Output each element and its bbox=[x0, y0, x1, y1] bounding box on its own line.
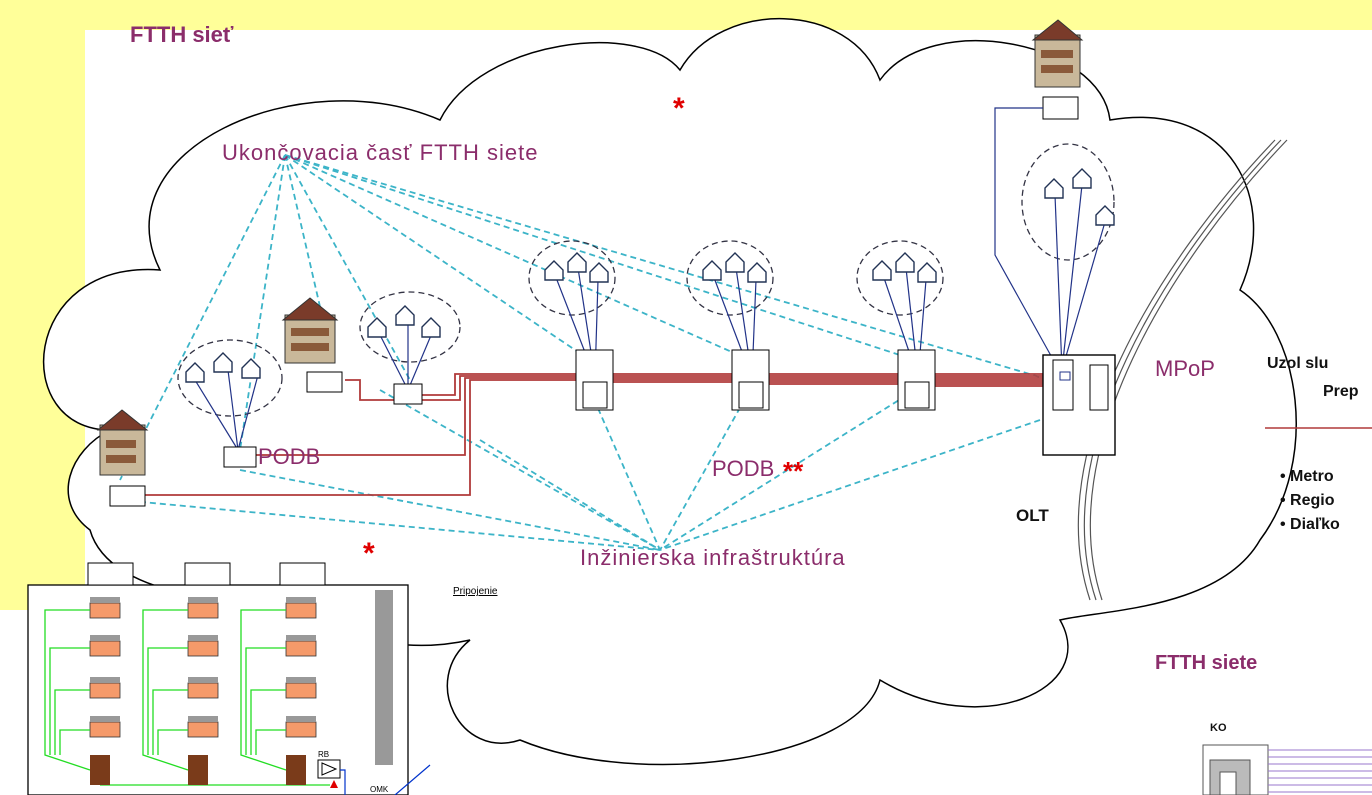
ko-label: KO bbox=[1210, 722, 1227, 734]
podb-label-left: PODB bbox=[258, 444, 321, 469]
rb-label: RB bbox=[318, 750, 330, 759]
infrastructure-label: Inžinierska infraštruktúra bbox=[580, 545, 846, 570]
street-cabinet-3 bbox=[897, 349, 936, 411]
diagram-title: FTTH sieť bbox=[130, 22, 234, 47]
house-cluster-2 bbox=[359, 291, 461, 391]
street-cabinet-1 bbox=[575, 349, 614, 411]
omk-label: OMK bbox=[370, 785, 389, 794]
pripojenie-link[interactable]: Pripojenie bbox=[453, 586, 498, 597]
olt-rack bbox=[1042, 354, 1116, 456]
ftth-siete-label: FTTH siete bbox=[1155, 652, 1258, 674]
mpop-label: MPoP bbox=[1155, 356, 1215, 381]
building-icon-left bbox=[96, 409, 149, 476]
bullet-metro: • Metro bbox=[1280, 468, 1334, 485]
building-icon-top-right bbox=[1031, 19, 1084, 88]
street-cabinet-2 bbox=[731, 349, 770, 411]
termination-label: Ukončovacia časť FTTH siete bbox=[222, 140, 539, 165]
ko-connector bbox=[1202, 744, 1372, 795]
yellow-background-top bbox=[0, 0, 1372, 30]
building-icon-mid bbox=[281, 297, 339, 364]
podb-label-mid: PODB bbox=[712, 456, 775, 481]
node-label-line1: Uzol slu bbox=[1267, 355, 1329, 372]
node-label-line2: Prep bbox=[1323, 383, 1359, 400]
termination-star: * bbox=[673, 92, 685, 125]
splitter-box bbox=[306, 371, 343, 393]
house-icons bbox=[185, 168, 1115, 383]
termination-dashed-lines bbox=[119, 154, 1051, 551]
apartment-building-schematic bbox=[27, 562, 431, 795]
splitter-box bbox=[109, 485, 146, 507]
house-cluster-6 bbox=[1021, 143, 1115, 371]
bullet-regio: • Regio bbox=[1280, 492, 1335, 509]
splitter-box bbox=[223, 446, 257, 468]
bullet-dialko: • Diaľko bbox=[1280, 516, 1340, 533]
house-cluster-1 bbox=[177, 339, 283, 451]
building-star: * bbox=[363, 537, 375, 570]
olt-label: OLT bbox=[1016, 506, 1049, 525]
splitter-box bbox=[1042, 96, 1079, 120]
splitter-box bbox=[393, 383, 423, 405]
podb-stars: ** bbox=[783, 456, 804, 486]
trunk-cable bbox=[1077, 139, 1288, 601]
